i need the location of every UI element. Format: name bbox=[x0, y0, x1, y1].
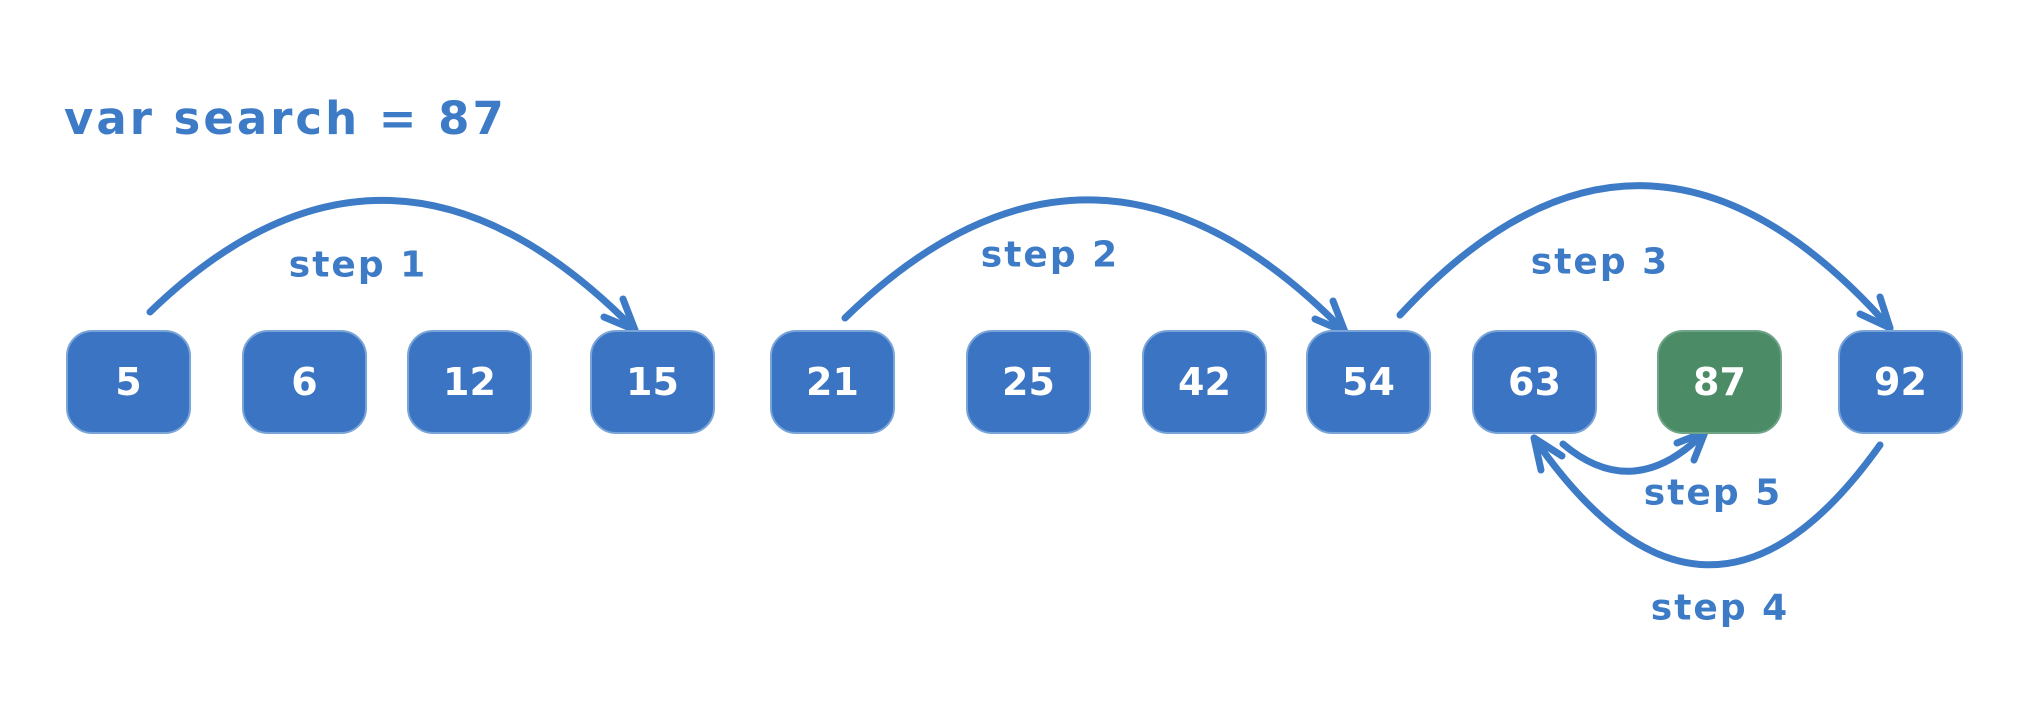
search-variable-label: var search = 87 bbox=[64, 92, 507, 145]
array-cell-5: 5 bbox=[66, 330, 191, 434]
step-5-arrow bbox=[1559, 428, 1709, 475]
array-cell-54: 54 bbox=[1306, 330, 1431, 434]
step-1-label: step 1 bbox=[288, 244, 428, 286]
step-4-label: step 4 bbox=[1650, 587, 1790, 629]
array-cell-63: 63 bbox=[1472, 330, 1597, 434]
array-cell-12: 12 bbox=[407, 330, 532, 434]
array-cell-25: 25 bbox=[966, 330, 1091, 434]
step-3-label: step 3 bbox=[1530, 241, 1670, 283]
array-cell-92: 92 bbox=[1838, 330, 1963, 434]
array-cell-42: 42 bbox=[1142, 330, 1267, 434]
step-5-label: step 5 bbox=[1643, 472, 1783, 514]
array-cell-6: 6 bbox=[242, 330, 367, 434]
array-cell-87-found: 87 bbox=[1657, 330, 1782, 434]
array-cell-21: 21 bbox=[770, 330, 895, 434]
array-cell-15: 15 bbox=[590, 330, 715, 434]
step-2-label: step 2 bbox=[980, 234, 1120, 276]
